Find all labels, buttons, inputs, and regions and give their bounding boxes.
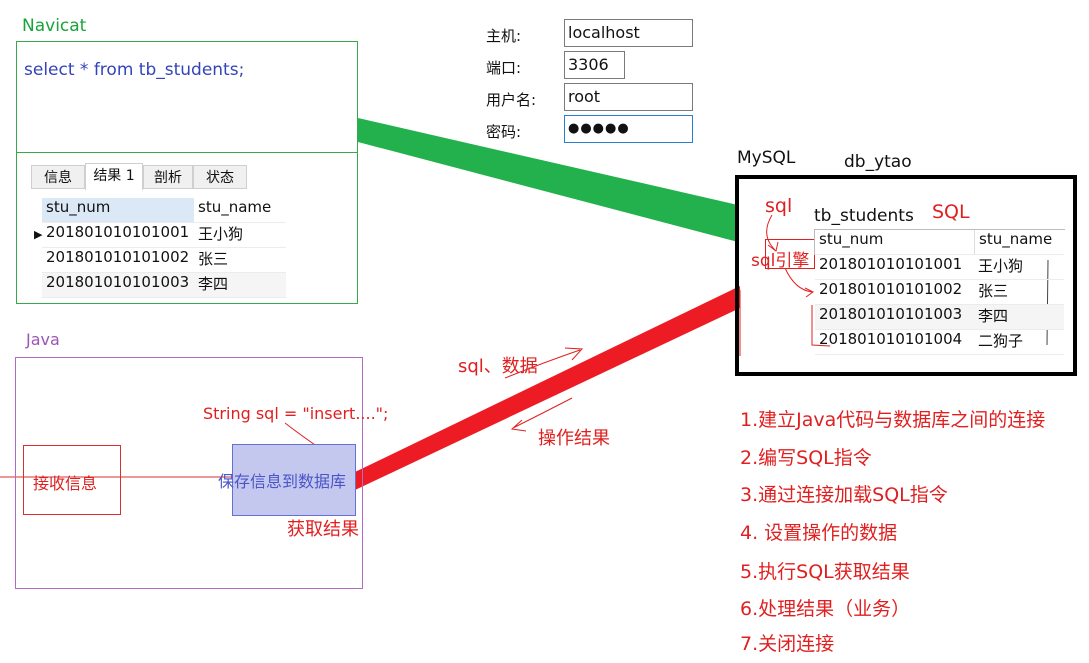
step-6: 6.处理结果（业务） — [740, 598, 911, 620]
table-row-cell: 201801010101002 — [815, 280, 974, 305]
mysql-server-box — [735, 175, 1077, 376]
mysql-sql-note: sql — [765, 195, 793, 217]
port-label: 端口: — [486, 59, 522, 77]
table-row-cell: 201801010101003 — [815, 305, 974, 330]
user-input[interactable]: root — [564, 83, 693, 111]
mysql-col-stu-name: stu_name — [974, 230, 1064, 255]
save-to-db-label: 保存信息到数据库 — [218, 472, 347, 491]
user-label: 用户名: — [486, 91, 537, 109]
java-title: Java — [26, 330, 60, 349]
navicat-title: Navicat — [22, 16, 87, 36]
save-to-db-box — [232, 444, 356, 516]
navicat-mysql-green-line — [358, 118, 738, 242]
tab-profile[interactable]: 剖析 — [143, 165, 193, 189]
navicat-divider — [16, 152, 358, 153]
mysql-label: MySQL — [737, 148, 796, 168]
tab-status[interactable]: 状态 — [193, 165, 247, 189]
table-row-cell[interactable]: 201801010101003 — [42, 273, 194, 298]
step-3: 3.通过连接加载SQL指令 — [740, 484, 948, 506]
navicat-panel — [16, 41, 358, 304]
step-7: 7.关闭连接 — [740, 633, 835, 655]
table-row-cell: 李四 — [974, 305, 1064, 330]
step-5: 5.执行SQL获取结果 — [740, 561, 910, 583]
java-mysql-red-line — [355, 286, 740, 490]
mysql-sql-arrow — [766, 214, 779, 252]
table-row-cell: 201801010101001 — [815, 255, 974, 280]
sql-string-label: String sql = "insert...."; — [203, 404, 389, 423]
table-row-cell: 张三 — [974, 280, 1064, 305]
sql-heading: SQL — [932, 201, 970, 223]
sql-engine-label: sql引擎 — [751, 251, 810, 271]
mysql-table-header — [814, 229, 1065, 255]
table-row-cell: 王小狗 — [974, 255, 1064, 280]
send-sql-data-label: sql、数据 — [458, 356, 538, 377]
navicat-col-stu-num[interactable]: stu_num — [42, 198, 194, 223]
java-panel — [15, 357, 363, 589]
send-arrow — [504, 347, 584, 379]
password-input[interactable]: ●●●●● — [564, 115, 693, 143]
table-row-cell[interactable]: 张三 — [194, 248, 286, 273]
mysql-bracket — [739, 290, 831, 356]
mysql-col-stu-num: stu_num — [815, 230, 974, 255]
table-row-cell[interactable]: 201801010101001 — [42, 223, 194, 248]
db-label: db_ytao — [844, 152, 912, 172]
step-1: 1.建立Java代码与数据库之间的连接 — [740, 409, 1046, 431]
host-label: 主机: — [486, 27, 522, 45]
receive-info-label: 接收信息 — [33, 474, 98, 493]
tab-result-1[interactable]: 结果 1 — [85, 163, 143, 190]
table-row-cell[interactable]: 201801010101002 — [42, 248, 194, 273]
table-row-cell[interactable]: 李四 — [194, 273, 286, 298]
row-pointer-icon: ▶ — [34, 228, 43, 241]
table-name-label: tb_students — [814, 206, 914, 226]
table-row-cell: 二狗子 — [974, 330, 1064, 355]
host-input[interactable]: localhost — [564, 19, 693, 47]
step-4: 4. 设置操作的数据 — [740, 522, 898, 544]
get-result-label: 获取结果 — [287, 519, 359, 540]
mysql-engine-arrow — [784, 267, 814, 298]
tab-info[interactable]: 信息 — [31, 165, 85, 189]
table-row-cell: 201801010101004 — [815, 330, 974, 355]
operation-result-label: 操作结果 — [538, 428, 610, 449]
navicat-query-editor[interactable]: select * from tb_students; — [24, 60, 245, 80]
receive-info-box — [23, 445, 121, 515]
step-2: 2.编写SQL指令 — [740, 447, 872, 469]
table-row-cell[interactable]: 王小狗 — [194, 223, 286, 248]
navicat-col-stu-name[interactable]: stu_name — [194, 198, 286, 223]
return-arrow — [510, 397, 573, 432]
password-label: 密码: — [486, 123, 522, 141]
mysql-row-line — [1046, 259, 1049, 346]
port-input[interactable]: 3306 — [564, 51, 625, 79]
